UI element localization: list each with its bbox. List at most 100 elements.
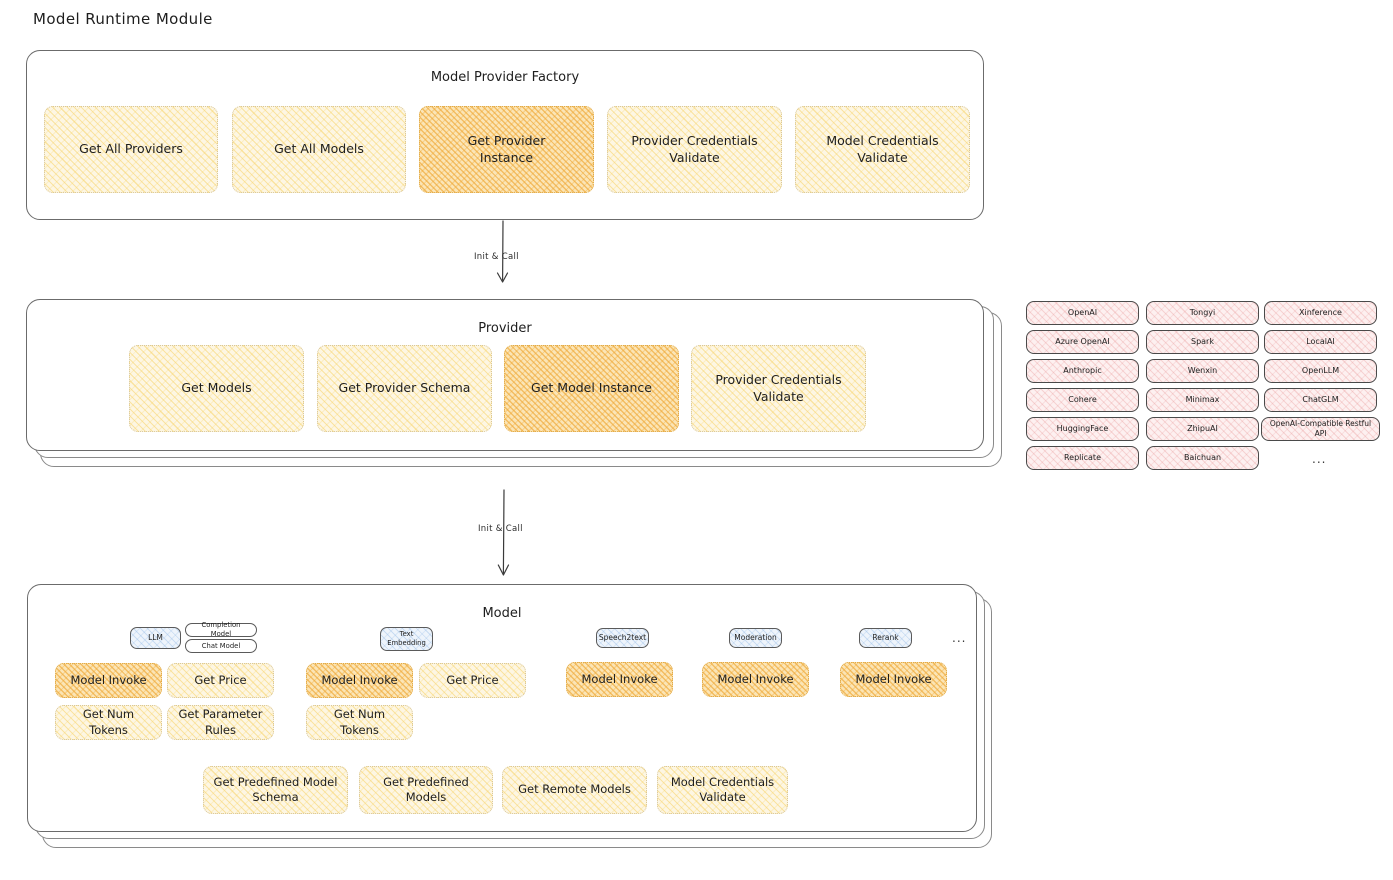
- model-type-badge-llm[interactable]: LLM: [130, 627, 181, 649]
- speech2text-op-model-invoke[interactable]: Model Invoke: [566, 662, 673, 697]
- provider-chip-label: HuggingFace: [1056, 423, 1109, 433]
- factory-item-provider-credentials-validate[interactable]: Provider Credentials Validate: [607, 106, 782, 193]
- provider-chip-replicate[interactable]: Replicate: [1026, 446, 1139, 470]
- model-type-label: Text Embedding: [387, 630, 426, 647]
- provider-chip-openai-compatible-restful-api[interactable]: OpenAI-Compatible Restful API: [1261, 417, 1380, 441]
- text-embedding-op-get-num-tokens[interactable]: Get Num Tokens: [306, 705, 413, 740]
- provider-title: Provider: [478, 321, 532, 336]
- provider-chip-cohere[interactable]: Cohere: [1026, 388, 1139, 412]
- provider-chip-label: Azure OpenAI: [1055, 336, 1110, 346]
- model-subtype-label: Chat Model: [201, 641, 241, 650]
- op-label: Model Invoke: [581, 671, 658, 686]
- provider-item-get-models[interactable]: Get Models: [129, 345, 304, 432]
- provider-item-label: Get Provider Schema: [338, 380, 471, 396]
- provider-chip-label: OpenAI-Compatible Restful API: [1269, 419, 1372, 438]
- provider-chip-azure-openai[interactable]: Azure OpenAI: [1026, 330, 1139, 354]
- provider-item-get-provider-schema[interactable]: Get Provider Schema: [317, 345, 492, 432]
- model-op-get-predefined-model-schema[interactable]: Get Predefined Model Schema: [203, 766, 348, 814]
- provider-chip-spark[interactable]: Spark: [1146, 330, 1259, 354]
- provider-chip-openai[interactable]: OpenAI: [1026, 301, 1139, 325]
- op-label: Get Price: [446, 672, 499, 687]
- model-title: Model: [482, 606, 522, 621]
- moderation-op-model-invoke[interactable]: Model Invoke: [702, 662, 809, 697]
- model-provider-factory-title: Model Provider Factory: [430, 70, 580, 85]
- op-label: Model Credentials Validate: [670, 774, 775, 804]
- provider-chip-wenxin[interactable]: Wenxin: [1146, 359, 1259, 383]
- arrow-factory-to-provider: [496, 220, 509, 283]
- op-label: Model Invoke: [70, 672, 147, 687]
- provider-chip-label: Wenxin: [1187, 365, 1218, 375]
- provider-item-label: Get Model Instance: [531, 380, 652, 396]
- model-op-get-remote-models[interactable]: Get Remote Models: [502, 766, 647, 814]
- model-type-label: LLM: [148, 633, 163, 643]
- arrow-label-init-call-2: Init & Call: [478, 524, 523, 534]
- provider-chip-label: Minimax: [1185, 394, 1220, 404]
- provider-list-more: ...: [1312, 452, 1327, 466]
- op-label: Model Invoke: [855, 671, 932, 686]
- op-label: Model Invoke: [321, 672, 398, 687]
- provider-chip-label: Tongyi: [1189, 307, 1216, 317]
- op-label: Get Predefined Models: [383, 774, 469, 804]
- model-subtype-badge-chat-model[interactable]: Chat Model: [185, 639, 257, 653]
- op-label: Model Invoke: [717, 671, 794, 686]
- provider-chip-baichuan[interactable]: Baichuan: [1146, 446, 1259, 470]
- page-title: Model Runtime Module: [33, 10, 213, 28]
- provider-chip-tongyi[interactable]: Tongyi: [1146, 301, 1259, 325]
- provider-item-label: Get Models: [181, 380, 252, 396]
- op-label: Get Num Tokens: [82, 707, 135, 737]
- provider-chip-anthropic[interactable]: Anthropic: [1026, 359, 1139, 383]
- factory-item-label: Provider Credentials Validate: [631, 133, 758, 165]
- provider-chip-label: ChatGLM: [1302, 394, 1339, 404]
- provider-chip-label: Spark: [1191, 336, 1214, 346]
- text-embedding-op-model-invoke[interactable]: Model Invoke: [306, 663, 413, 698]
- provider-chip-openllm[interactable]: OpenLLM: [1264, 359, 1377, 383]
- provider-chip-label: OpenLLM: [1301, 365, 1340, 375]
- provider-chip-huggingface[interactable]: HuggingFace: [1026, 417, 1139, 441]
- factory-item-get-all-models[interactable]: Get All Models: [232, 106, 406, 193]
- op-label: Get Num Tokens: [333, 707, 386, 737]
- op-label: Get Parameter Rules: [178, 707, 263, 737]
- provider-chip-chatglm[interactable]: ChatGLM: [1264, 388, 1377, 412]
- factory-item-get-provider-instance[interactable]: Get Provider Instance: [419, 106, 594, 193]
- model-type-badge-speech2text[interactable]: Speech2text: [596, 628, 649, 648]
- model-subtype-badge-completion-model[interactable]: Completion Model: [185, 621, 257, 638]
- factory-item-label: Get Provider Instance: [467, 133, 546, 165]
- model-op-model-credentials-validate[interactable]: Model Credentials Validate: [657, 766, 788, 814]
- model-type-label: Moderation: [734, 633, 777, 643]
- model-type-label: Rerank: [872, 633, 899, 643]
- provider-item-get-model-instance[interactable]: Get Model Instance: [504, 345, 679, 432]
- factory-item-label: Get All Providers: [79, 141, 183, 157]
- provider-chip-minimax[interactable]: Minimax: [1146, 388, 1259, 412]
- provider-chip-localai[interactable]: LocalAI: [1264, 330, 1377, 354]
- llm-op-model-invoke[interactable]: Model Invoke: [55, 663, 162, 698]
- provider-chip-label: Replicate: [1063, 452, 1101, 462]
- model-types-more: ...: [952, 631, 967, 645]
- model-type-label: Speech2text: [598, 633, 647, 643]
- arrow-label-init-call-1: Init & Call: [474, 252, 519, 262]
- factory-item-model-credentials-validate[interactable]: Model Credentials Validate: [795, 106, 970, 193]
- model-type-badge-text-embedding[interactable]: Text Embedding: [380, 627, 433, 651]
- arrow-provider-to-model: [497, 489, 510, 576]
- model-op-get-predefined-models[interactable]: Get Predefined Models: [359, 766, 493, 814]
- model-subtype-label: Completion Model: [201, 621, 241, 638]
- op-label: Get Price: [194, 672, 247, 687]
- llm-op-get-price[interactable]: Get Price: [167, 663, 274, 698]
- provider-chip-label: LocalAI: [1306, 336, 1335, 346]
- provider-chip-label: ZhipuAI: [1187, 423, 1218, 433]
- llm-op-get-parameter-rules[interactable]: Get Parameter Rules: [167, 705, 274, 740]
- llm-op-get-num-tokens[interactable]: Get Num Tokens: [55, 705, 162, 740]
- provider-item-provider-credentials-validate[interactable]: Provider Credentials Validate: [691, 345, 866, 432]
- provider-item-label: Provider Credentials Validate: [715, 372, 842, 404]
- provider-chip-label: Cohere: [1068, 394, 1097, 404]
- provider-chip-label: Xinference: [1299, 307, 1342, 317]
- model-type-badge-rerank[interactable]: Rerank: [859, 628, 912, 648]
- provider-chip-zhipuai[interactable]: ZhipuAI: [1146, 417, 1259, 441]
- model-type-badge-moderation[interactable]: Moderation: [729, 628, 782, 648]
- provider-chip-label: OpenAI: [1067, 307, 1098, 317]
- text-embedding-op-get-price[interactable]: Get Price: [419, 663, 526, 698]
- op-label: Get Predefined Model Schema: [213, 774, 338, 804]
- rerank-op-model-invoke[interactable]: Model Invoke: [840, 662, 947, 697]
- provider-chip-xinference[interactable]: Xinference: [1264, 301, 1377, 325]
- factory-item-get-all-providers[interactable]: Get All Providers: [44, 106, 218, 193]
- factory-item-label: Get All Models: [274, 141, 364, 157]
